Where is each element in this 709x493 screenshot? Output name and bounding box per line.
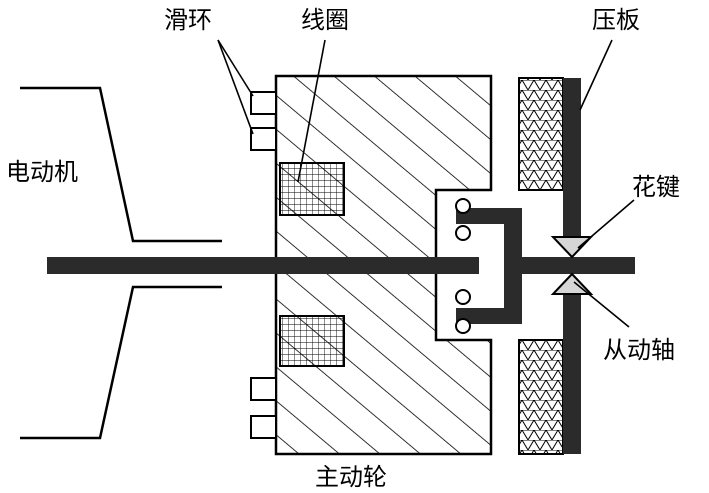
friction-pad-upper xyxy=(518,77,564,191)
driven-shaft xyxy=(521,257,635,274)
slip-ring xyxy=(250,377,277,401)
bearings xyxy=(455,198,471,334)
coil-upper xyxy=(279,162,345,216)
slip-ring xyxy=(250,415,277,439)
friction-pad-lower xyxy=(518,339,564,455)
label-driving-wheel: 主动轮 xyxy=(315,463,387,491)
slip-ring xyxy=(250,91,277,115)
spline-arrow-down xyxy=(550,236,594,259)
label-coil: 线圈 xyxy=(301,6,349,34)
motor-outline xyxy=(20,86,222,440)
leader-lines xyxy=(217,39,635,328)
armature-hub xyxy=(456,208,522,324)
label-pressure-plate: 压板 xyxy=(592,6,640,34)
pressure-plate-lower xyxy=(563,285,581,454)
slip-ring xyxy=(250,127,277,151)
slip-rings xyxy=(250,91,277,439)
pressure-plate-upper xyxy=(563,78,581,240)
label-spline: 花键 xyxy=(632,173,680,201)
drive-shaft xyxy=(47,257,479,274)
label-driven-shaft: 从动轴 xyxy=(603,336,675,364)
coil-lower xyxy=(279,315,345,367)
label-motor: 电动机 xyxy=(6,158,78,186)
label-slip-ring: 滑环 xyxy=(164,6,212,34)
